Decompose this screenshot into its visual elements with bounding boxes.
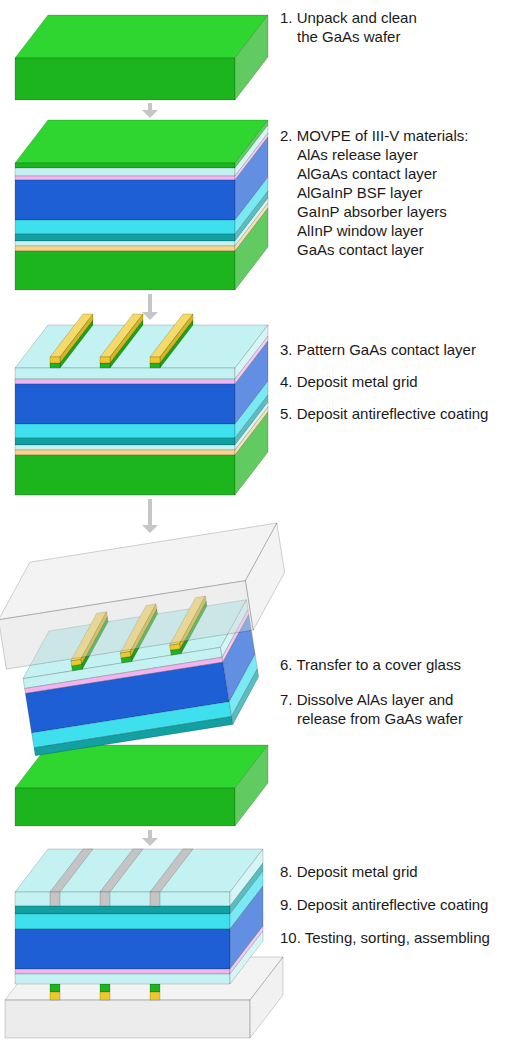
- cell-on-cover-glass: [0, 523, 307, 758]
- step-arrow: [142, 294, 158, 320]
- released-substrate: [15, 745, 268, 826]
- step-label: 8. Deposit metal grid: [280, 862, 418, 881]
- step-label: 10. Testing, sorting, assembling: [280, 928, 490, 947]
- layer-name: AlAs release layer: [297, 145, 418, 164]
- epitaxial-wafer: [15, 120, 268, 290]
- step-label: 2. MOVPE of III-V materials:: [280, 126, 468, 145]
- layer-name: AlInP window layer: [297, 221, 423, 240]
- finished-cell: [5, 849, 283, 1038]
- layer-name: AlGaInP BSF layer: [297, 183, 423, 202]
- layer-name: GaInP absorber layers: [297, 202, 447, 221]
- step-arrow: [142, 830, 158, 846]
- gaas-wafer: [15, 15, 268, 100]
- step-label: 7. Dissolve AlAs layer and release from …: [280, 690, 482, 728]
- front-processed-wafer: [15, 314, 268, 495]
- step-arrow: [142, 103, 158, 118]
- layer-name: GaAs contact layer: [297, 240, 424, 259]
- step-label: 9. Deposit antireflective coating: [280, 895, 488, 914]
- step-label: 4. Deposit metal grid: [280, 372, 418, 391]
- step-label: 3. Pattern GaAs contact layer: [280, 340, 476, 359]
- step-label: 5. Deposit antireflective coating: [280, 404, 488, 423]
- step-label: 6. Transfer to a cover glass: [280, 655, 461, 674]
- step-label: 1. Unpack and clean the GaAs wafer: [280, 8, 427, 46]
- layer-name: AlGaAs contact layer: [297, 164, 437, 183]
- step-arrow: [142, 499, 158, 533]
